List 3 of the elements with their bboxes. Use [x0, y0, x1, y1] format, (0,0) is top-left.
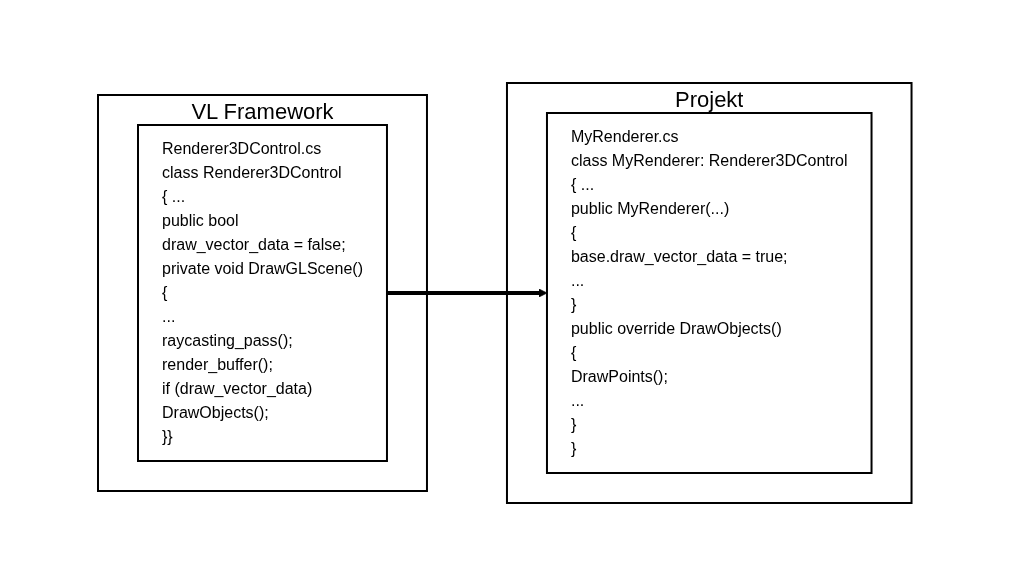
arrow — [387, 288, 548, 297]
node-box: MyRenderer.cs class MyRenderer: Renderer3DControl { ... public MyRenderer(...) { base.draw_vector_data = true; ... } public override DrawObjects() { DrawPoints(); ... } } — [546, 111, 873, 474]
node-box: Renderer3DControl.cs class Renderer3DControl { ... public bool draw_vector_data = false; private void DrawGLScene() { ... raycasting_pass(); render_buffer(); if (draw_vector_data) DrawObjects(); }} — [137, 123, 389, 462]
